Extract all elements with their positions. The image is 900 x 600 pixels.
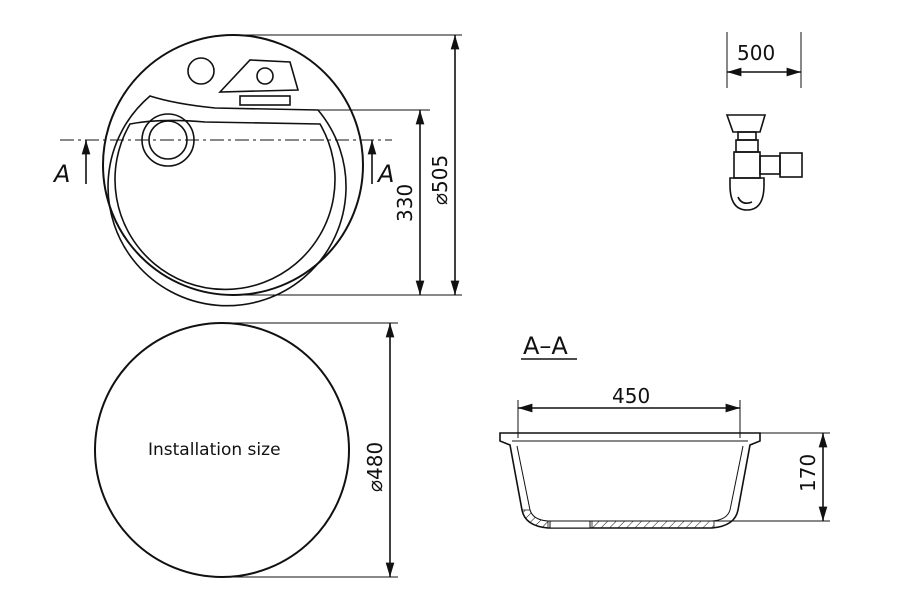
bowl-outer-contour — [107, 95, 347, 307]
section-depth-label: 170 — [796, 454, 820, 492]
drain-opening — [549, 520, 591, 529]
section-marker-left: A — [52, 160, 70, 188]
section-view: A–A 450 170 — [499, 332, 830, 529]
dimension-label-505: ⌀505 — [428, 155, 452, 205]
siphon-dimension-label: 500 — [737, 41, 775, 65]
dimension-label-330: 330 — [393, 184, 417, 222]
overflow-bracket — [239, 95, 291, 106]
overflow-cover — [218, 59, 300, 93]
sink-section-inner — [512, 440, 748, 522]
section-marker-right: A — [376, 160, 394, 188]
installation-view: Installation size ⌀480 — [94, 322, 398, 578]
section-title: A–A — [523, 332, 568, 360]
sink-wall-hatch — [521, 509, 549, 529]
siphon-detail: 500 — [725, 32, 803, 211]
top-view: A A ⌀505 330 — [52, 34, 462, 307]
siphon-icon — [725, 114, 803, 211]
sink-section-profile — [499, 432, 761, 529]
tap-hole — [187, 57, 215, 85]
installation-label: Installation size — [148, 440, 281, 460]
bowl-inner-contour — [114, 119, 336, 291]
overflow-hole — [256, 67, 274, 85]
section-width-label: 450 — [612, 384, 650, 408]
sink-bottom-hatch — [591, 520, 715, 529]
installation-dimension-label: ⌀480 — [363, 442, 387, 492]
